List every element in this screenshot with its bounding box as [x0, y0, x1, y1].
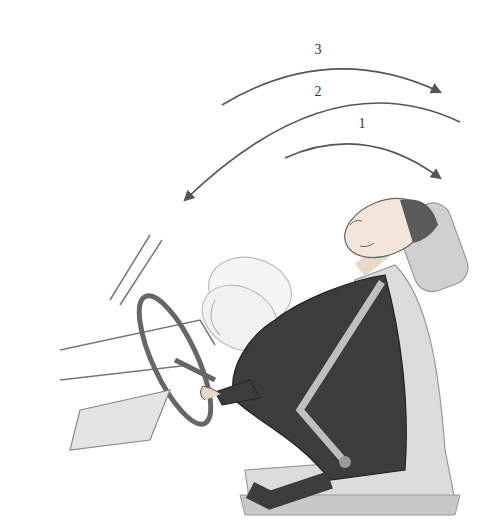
motion-arrow: [285, 144, 440, 178]
callout-number: 2: [315, 84, 322, 100]
callout-number: 3: [315, 42, 322, 58]
driver-head: [336, 187, 438, 270]
steering-wheel: [70, 287, 225, 450]
callout-number: 1: [359, 116, 366, 132]
motion-arrow: [185, 103, 460, 200]
motion-arrow: [222, 69, 440, 105]
driver-body: [200, 275, 406, 500]
